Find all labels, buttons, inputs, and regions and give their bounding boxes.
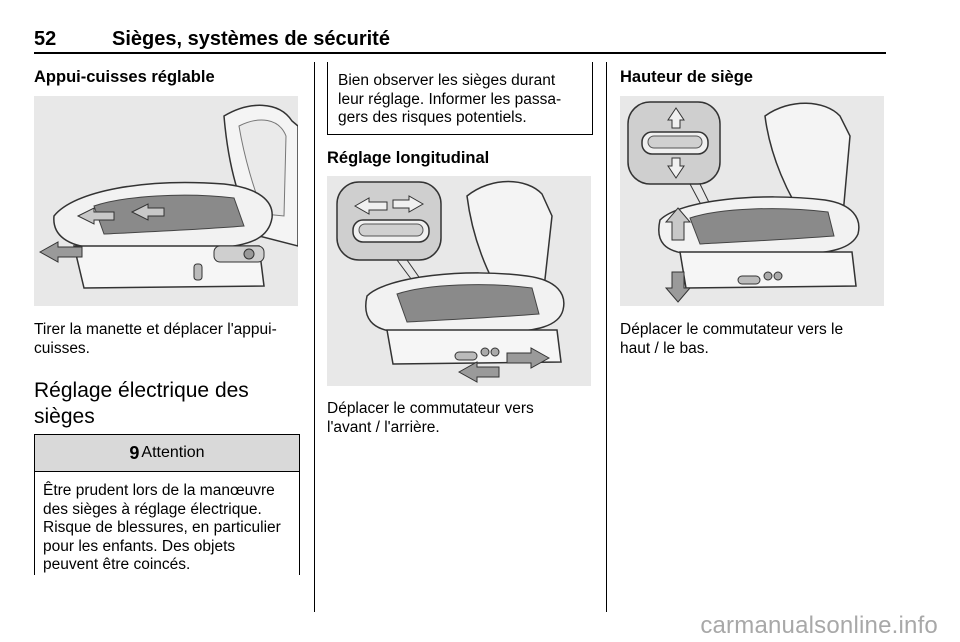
heading-longitudinal: Réglage longitudinal [327,149,490,167]
watermark-text: carmanualsonline.info [700,612,938,639]
warning-header: 9 Attention [35,435,299,472]
figure-longitudinal [327,176,591,386]
warning-symbol-icon: 9 [129,442,140,463]
header-rule [34,52,886,54]
warning-title: Attention [141,444,205,461]
note-text: Bien observer les sièges durant leur rég… [338,72,562,126]
figure-thigh-support [34,96,298,306]
page-header-title: Sièges, systèmes de sécurité [112,28,390,50]
warning-body: Être prudent lors de la manœuvre des siè… [43,482,281,573]
column-divider-1 [314,62,316,612]
warning-box: 9 Attention Être prudent lors de la manœ… [34,434,300,575]
caption-longitudinal: Déplacer le commutateur vers l'avant / l… [327,400,534,436]
page-number: 52 [34,28,57,50]
caption-seat-height: Déplacer le commutateur vers le haut / l… [620,321,844,357]
heading-thigh-support: Appui-cuisses réglable [34,68,215,86]
column-divider-2 [606,62,608,612]
section-title-electric-seat: Réglage électrique des sièges [34,379,249,428]
note-box: Bien observer les sièges durant leur rég… [327,62,593,135]
caption-thigh-support: Tirer la manette et déplacer l'appui- cu… [34,321,277,357]
heading-seat-height: Hauteur de siège [620,68,753,86]
figure-seat-height [620,96,884,306]
